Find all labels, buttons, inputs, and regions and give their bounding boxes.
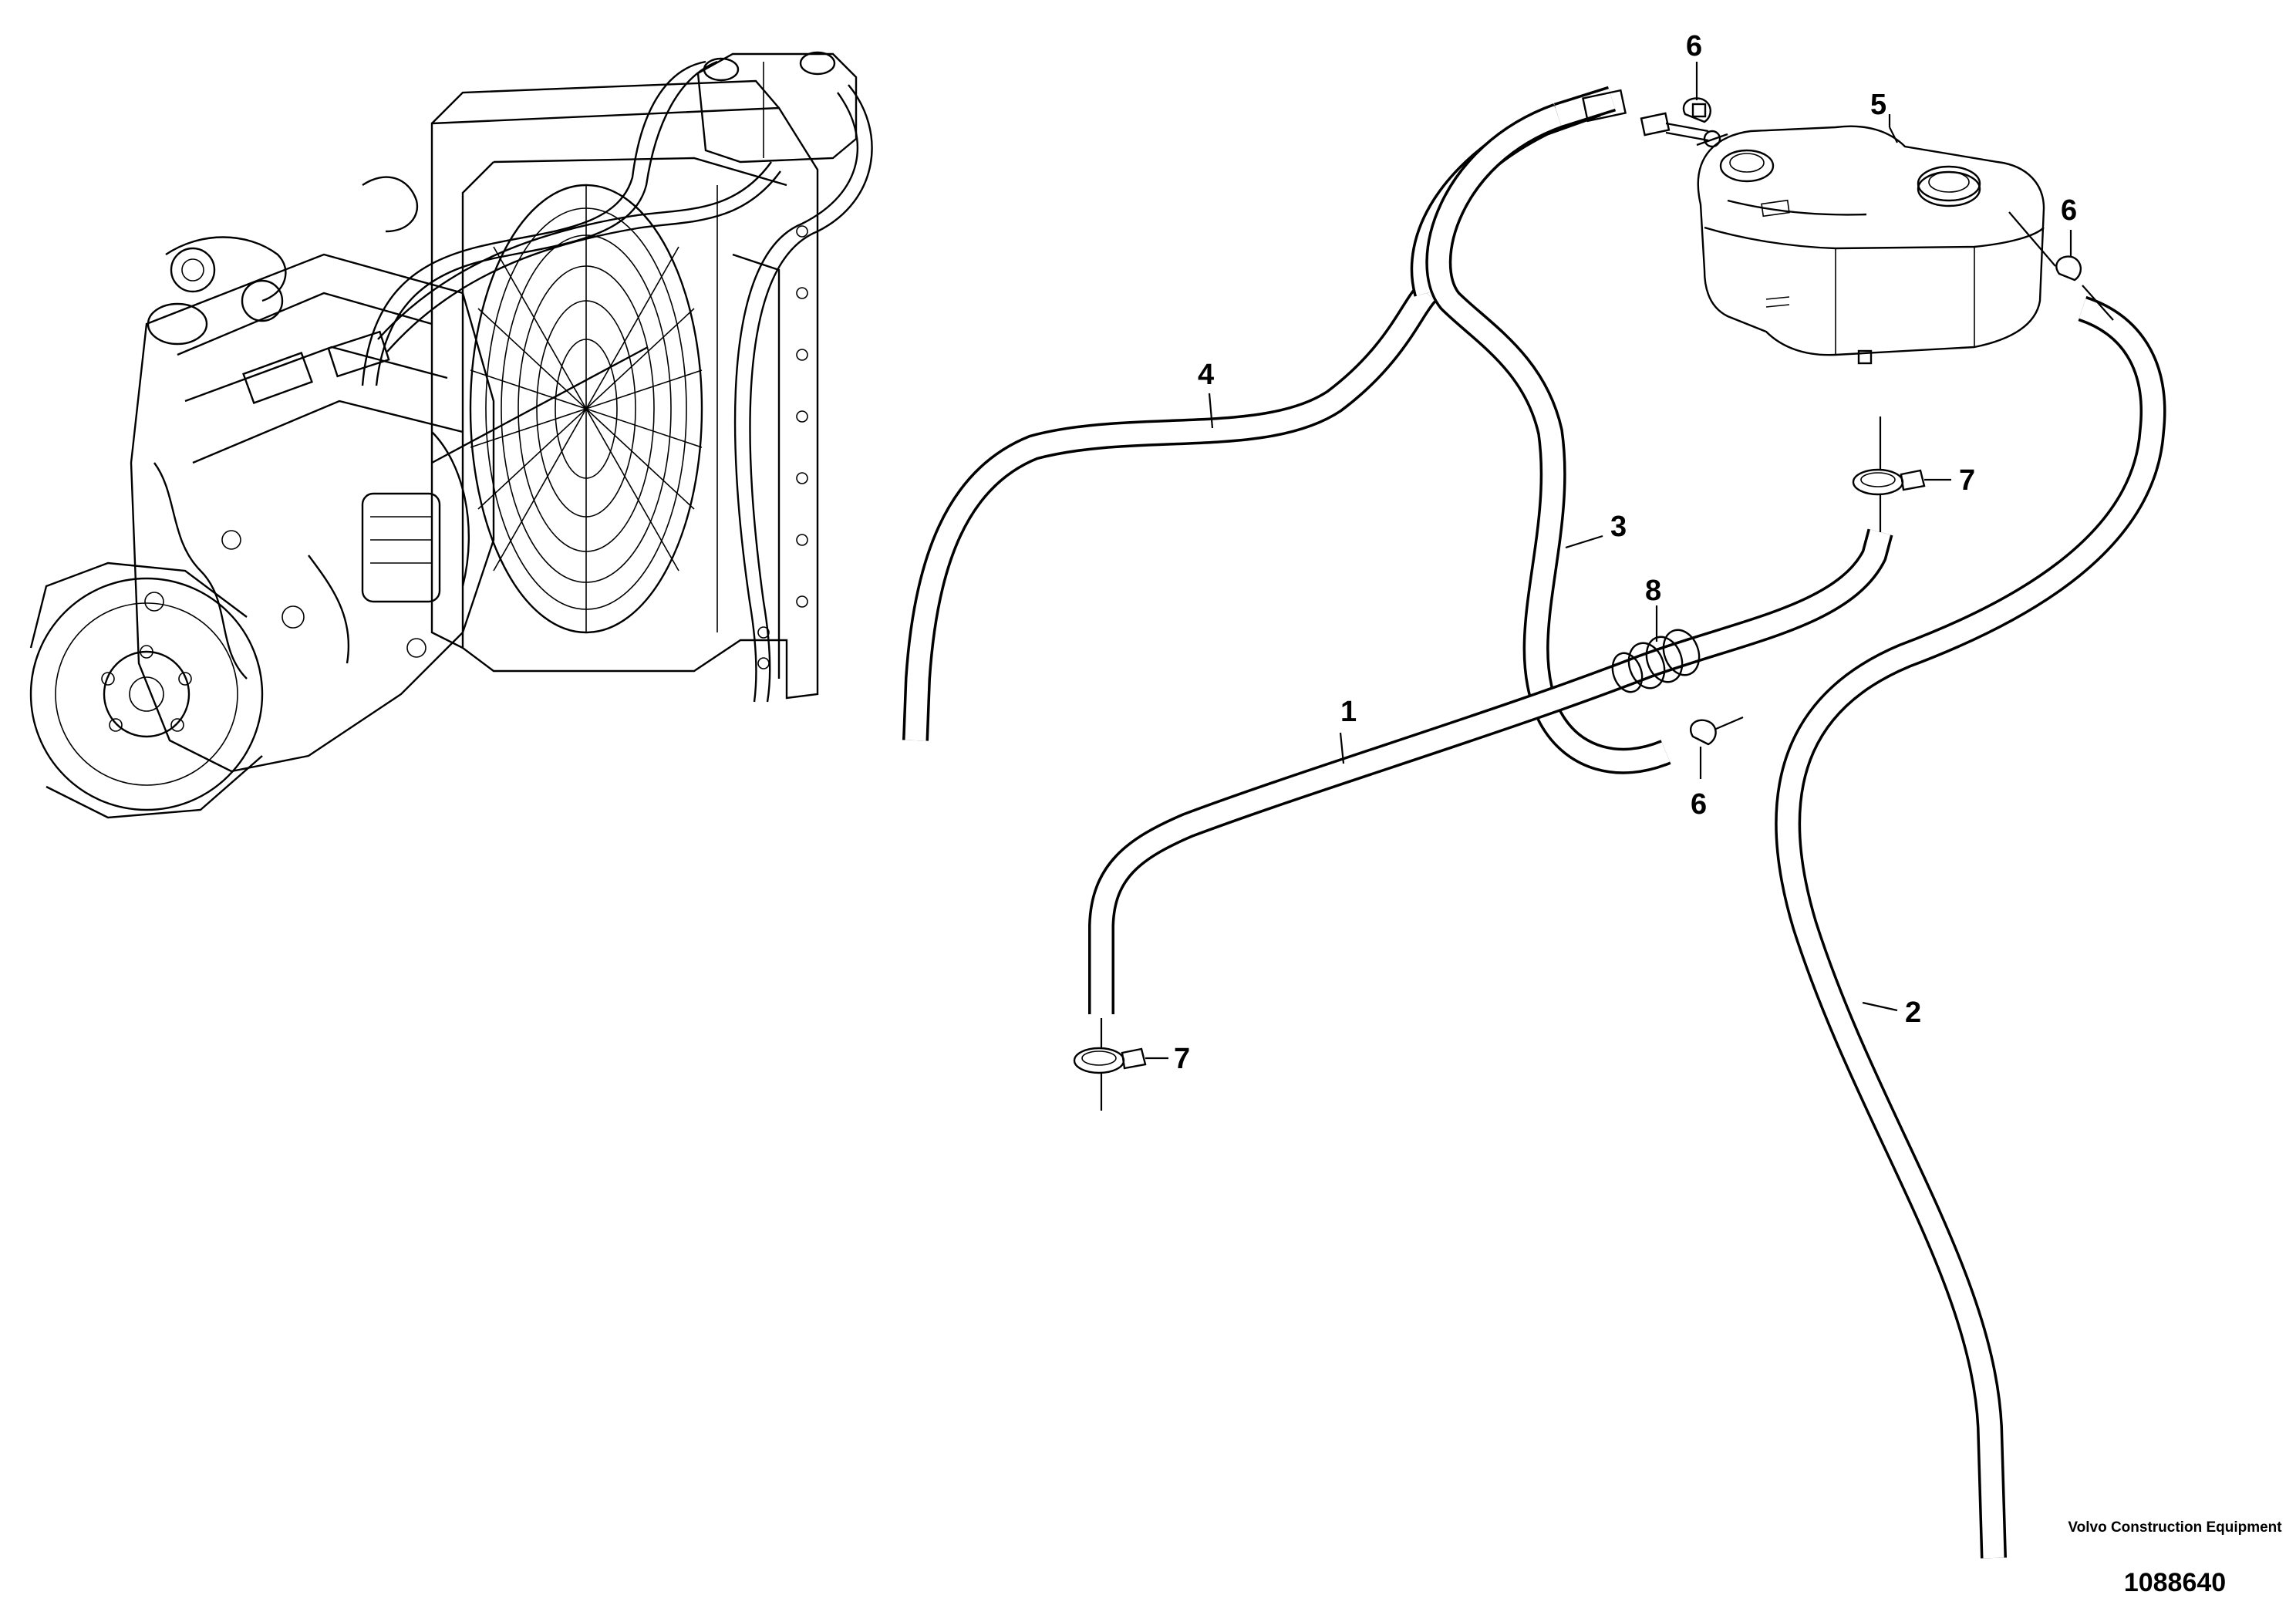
- expansion-tank-5: [1696, 125, 2045, 365]
- flywheel-housing: [29, 561, 264, 819]
- callout-6-right: 6: [2061, 194, 2077, 227]
- hose-2: [1775, 295, 2166, 1559]
- cooling-fan: [431, 184, 703, 634]
- engine-hoses-small: [361, 60, 873, 703]
- engine-block: [130, 247, 495, 773]
- callout-8: 8: [1645, 575, 1661, 607]
- clamp-6-top: [1682, 62, 1711, 123]
- callout-7-right: 7: [1959, 464, 1975, 497]
- clamp-6-right: [2008, 211, 2114, 321]
- engine-assembly-overview: [29, 51, 873, 819]
- clamp-7-left: [1073, 1018, 1168, 1111]
- callout-3: 3: [1610, 511, 1627, 543]
- callout-6-top: 6: [1686, 30, 1702, 62]
- callout-1: 1: [1340, 696, 1357, 728]
- radiator-bolts: [757, 225, 808, 669]
- clamp-7-right: [1852, 416, 1951, 532]
- callout-5: 5: [1870, 89, 1886, 121]
- illustration-number: 1088640: [2123, 1568, 2227, 1597]
- turbocharger: [147, 176, 419, 346]
- hose-4: [902, 91, 1601, 741]
- connector-stubs: [1582, 89, 1709, 142]
- callout-2: 2: [1905, 996, 1921, 1029]
- leader-lines: [1208, 114, 1898, 1012]
- callout-7-left: 7: [1174, 1043, 1190, 1075]
- leader-2: [1862, 1001, 1898, 1012]
- radiator-frame: [430, 79, 819, 700]
- leader-3: [1565, 534, 1603, 549]
- callout-6-lower: 6: [1691, 788, 1707, 821]
- hose-1: [1088, 528, 1893, 1014]
- leader-5: [1889, 126, 1898, 143]
- leader-4: [1208, 393, 1214, 429]
- footer-company: Volvo Construction Equipment: [2068, 1519, 2282, 1536]
- callouts: 1 2 3 4 5 6 6 6 7 7 8: [1174, 30, 2077, 1075]
- coupling-8: [1611, 629, 1701, 693]
- callout-4: 4: [1198, 359, 1214, 391]
- leader-1: [1339, 732, 1345, 764]
- clamp-6-lower: [1690, 716, 1744, 779]
